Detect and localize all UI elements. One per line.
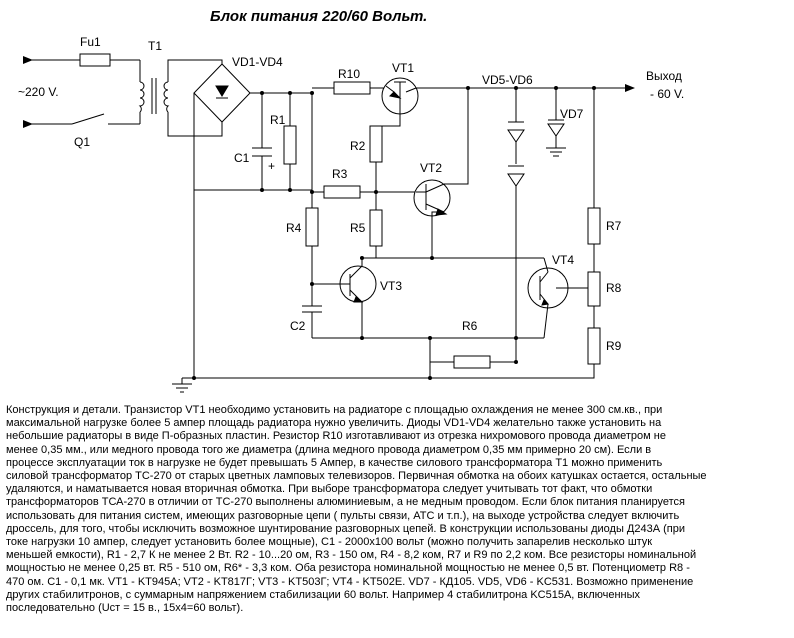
label-r5: R5: [350, 221, 366, 235]
label-fu1: Fu1: [80, 35, 101, 49]
transistor-vt4: [527, 267, 574, 309]
label-vt1: VT1: [392, 61, 414, 75]
diode-vd7: [546, 119, 566, 157]
label-vd5-vd6: VD5-VD6: [482, 73, 533, 87]
description-line: использовать для питания систем, имеющих…: [6, 509, 680, 522]
resistor-r3: [323, 185, 361, 199]
transistor-vt2: [413, 179, 451, 217]
page-title: Блок питания 220/60 Вольт.: [210, 8, 428, 25]
resistor-r5: [369, 209, 383, 247]
potentiometer-r8: [587, 271, 601, 307]
label-r6: R6: [462, 319, 478, 333]
description-line: 470 ом. C1 - 0,1 мк. VT1 - KT945A; VT2 -…: [6, 575, 694, 588]
label-vt2: VT2: [420, 161, 442, 175]
resistor-r10: [333, 81, 371, 95]
label-r9: R9: [606, 339, 622, 353]
label-r7: R7: [606, 219, 622, 233]
capacitor-c2: [302, 284, 322, 338]
resistor-r1: [283, 125, 297, 165]
resistor-r6: [453, 355, 491, 369]
transformer-t1: [138, 78, 170, 114]
label-c1: C1: [234, 151, 250, 165]
resistor-r4: [305, 207, 319, 247]
description-line: менее 0,35 мм., или медного провода того…: [6, 443, 652, 456]
description-line: удаляются, и наматывается новая вторична…: [6, 483, 653, 496]
label-vt4: VT4: [552, 253, 574, 267]
description-line: меньшей емкости), R1 - 2,7 К не менее 2 …: [6, 549, 697, 562]
diode-bridge-vd1-vd4: [193, 63, 251, 123]
description-line: мощностью не менее 0,25 вт. R5 - 510 ом,…: [6, 562, 690, 575]
label-plus: +: [268, 159, 275, 173]
resistor-r7: [587, 207, 601, 245]
description-line: трансформаторов ТСА-270 в отличии от ТС-…: [6, 496, 685, 509]
schematic-diagram: Fu1 T1 VD1-VD4 ~220 V. Q1 C1 + R1 R10 VT…: [18, 35, 684, 393]
description-line: силовой трансформатор ТС-270 от старых ц…: [6, 470, 707, 483]
capacitor-c1: [252, 93, 272, 190]
label-output-voltage: - 60 V.: [650, 87, 684, 101]
label-vd7: VD7: [560, 107, 584, 121]
label-r10: R10: [338, 67, 360, 81]
label-q1: Q1: [74, 135, 90, 149]
label-r1: R1: [270, 113, 286, 127]
description-text: Конструкция и детали. Транзистор VT1 нео…: [6, 404, 788, 615]
resistor-r2: [369, 125, 383, 163]
label-t1: T1: [148, 39, 162, 53]
transistor-vt3: [339, 265, 377, 303]
label-c2: C2: [290, 319, 306, 333]
label-vt3: VT3: [380, 279, 402, 293]
transistor-vt1: [381, 77, 419, 116]
description-line: Конструкция и детали. Транзистор VT1 нео…: [6, 404, 663, 416]
label-r4: R4: [286, 221, 302, 235]
description-line: последовательно (Uст = 15 в., 15х4=60 во…: [6, 602, 244, 615]
label-r8: R8: [606, 281, 622, 295]
fuse-fu1: [79, 53, 111, 67]
ground-icon: [172, 378, 192, 393]
label-output: Выход: [646, 69, 682, 83]
description-line: процессе эксплуатации ток в нагрузке не …: [6, 456, 663, 469]
description-line: дроссель, для того, чтобы исключить возм…: [6, 522, 685, 535]
description-line: небольшие радиаторы в виде П-образных пл…: [6, 430, 666, 443]
resistor-r9: [587, 327, 601, 365]
description-line: токе нагрузки 10 ампер, следует установи…: [6, 536, 653, 549]
label-vd1-vd4: VD1-VD4: [232, 55, 283, 69]
label-input-voltage: ~220 V.: [18, 85, 59, 99]
description-line: максимальной нагрузке более 5 ампер площ…: [6, 417, 662, 430]
zener-diodes-vd5-vd6: [507, 121, 525, 362]
label-r3: R3: [332, 167, 348, 181]
description-line: других стабилитронов, с суммарным напряж…: [6, 588, 641, 601]
label-r2: R2: [350, 139, 366, 153]
